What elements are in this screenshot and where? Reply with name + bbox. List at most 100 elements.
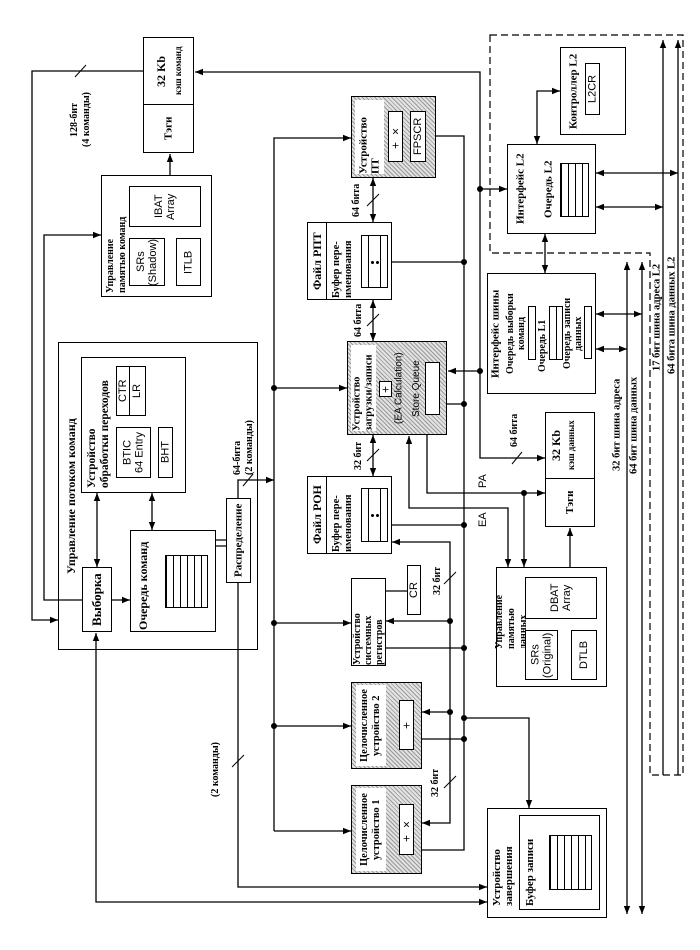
fpr-file: Файл РПТ Буфер пере- именования <box>307 222 392 300</box>
srs-shadow: SRs (Shadow) <box>129 238 165 286</box>
bus-width-slash <box>74 64 87 78</box>
lsu-gpr-bus-label: 32 бит <box>353 441 364 471</box>
bus-interface-title: Интерфейс шины <box>489 289 502 378</box>
label-strip <box>356 788 386 871</box>
connector-bus-to-icache-and-dcache <box>195 68 545 462</box>
bus-width-slash <box>443 571 457 585</box>
system-register-unit: Устройство системных регистров <box>351 578 386 666</box>
icache-bus-label: 128-бит (4 команды) <box>69 92 92 148</box>
l2-controller-title: Контроллер L2 <box>567 53 580 129</box>
ctr-register: CTR <box>117 379 129 403</box>
immu-title: Управление памятью команд <box>105 216 128 293</box>
fpu-fpr-bus-label: 64 бита <box>351 183 362 217</box>
ctr-lr-registers: CTR LR <box>116 366 146 416</box>
dbat-array: DBAT Array <box>525 577 597 619</box>
fetch-unit: Выборка <box>82 567 112 632</box>
label-strip <box>355 100 384 174</box>
int1-title: Целочисленное устройство 1 <box>359 793 382 866</box>
instruction-fetch-queue-label: Очередь выборки команд <box>505 293 527 374</box>
divider <box>129 367 130 415</box>
completion-title: Устройство завершения <box>491 846 515 906</box>
data-mmu: Управление памятью данных DBAT Array SRs… <box>494 567 607 687</box>
integer-unit-1: Целочисленное устройство 1 + × <box>351 785 422 874</box>
l2-data-bus-label: 64 бита шина данных L2 <box>666 256 678 374</box>
label-strip <box>351 345 376 431</box>
buffer-dots-icon <box>370 514 379 517</box>
buffer-dots-icon <box>370 260 379 264</box>
system-address-bus-label: 32 бит шина адреса <box>611 378 623 472</box>
icache-tags: Тэги <box>162 116 175 141</box>
bus-width-slash <box>242 473 254 487</box>
buffer-column <box>368 489 381 541</box>
l2cr-register: L2CR <box>585 63 600 115</box>
cr-register: CR <box>407 565 421 615</box>
fpu-title: Устройство ПТ <box>357 117 382 174</box>
dcache-name: кэш данных <box>566 420 576 471</box>
integer-unit-2: Целочисленное устройство 2 + <box>351 682 422 769</box>
fpr-rename-buffer-label: Буфер пере- именования <box>331 240 354 298</box>
data-write-queue <box>584 306 592 359</box>
system-data-bus-label: 64 бит шина данных <box>628 376 640 474</box>
dispatch-bus-label: 64-бита (2 команды) <box>232 420 255 475</box>
divider <box>326 223 327 299</box>
completion-bus-label: (2 команды) <box>210 742 221 798</box>
dmmu-title: Управление памятью данных <box>494 594 529 649</box>
instruction-cache: 32 Kb кэш команд Тэги <box>143 37 194 153</box>
icache-size: 32 Kb <box>154 55 168 87</box>
divider <box>556 307 557 359</box>
data-cache: 32 Kb кэш данных Тэги <box>545 412 595 527</box>
l2-interface: Интерфейс L2 Очередь L2 <box>507 144 596 234</box>
lsu-title: Устройство загрузки/записи <box>351 354 375 431</box>
instruction-fetch-queue <box>528 306 536 360</box>
dispatch-unit: Распределение <box>226 498 251 583</box>
buffer-column <box>368 236 381 287</box>
ea-adder: + <box>379 381 393 397</box>
bus-width-slash <box>366 313 380 327</box>
ea-label: EA <box>477 512 489 528</box>
dispatch-bus <box>273 134 351 831</box>
itlb: ITLB <box>176 238 201 286</box>
btic: BTIC 64 Entry <box>116 427 151 478</box>
ea-calculation-label: (EA Calculation) <box>393 352 405 425</box>
int1-ops: + × <box>399 804 414 855</box>
connector-icache-to-flow-control <box>31 70 143 624</box>
connector-fetch-to-immu <box>43 231 101 601</box>
gpr-file-name: Файл РОН <box>310 485 324 545</box>
l2-controller: Контроллер L2 L2CR <box>560 47 626 135</box>
l2-queue-label: Очередь L2 <box>542 160 555 218</box>
store-queue-label: Store Queue <box>411 360 422 417</box>
l2-queue-entries <box>560 163 589 217</box>
connector-dispatch-to-units <box>237 476 274 498</box>
label-strip <box>356 685 386 766</box>
flow-control-title: Управление потоком команд <box>64 418 78 574</box>
completion-buffer-entries <box>549 835 592 890</box>
int2-ops: + <box>399 700 414 750</box>
gpr-rename-buffer <box>361 488 388 542</box>
fpscr-register: FPSCR <box>410 111 426 162</box>
bus-width-slash <box>366 193 380 207</box>
bus-width-slash <box>511 451 523 465</box>
instruction-queue-title: Очередь команд <box>136 541 150 630</box>
lr-register: LR <box>131 383 143 399</box>
l2-region-dashed-outline <box>489 34 684 776</box>
srs-original: SRs (Original) <box>525 630 558 680</box>
dcache-size: 32 Kb <box>549 430 563 462</box>
instruction-mmu: Управление памятью команд IBAT Array SRs… <box>101 175 212 297</box>
ibat-array: IBAT Array <box>129 186 201 227</box>
operand-bus-label-upper: 32 бит <box>432 566 443 596</box>
l2-address-bus-label: 17 бит шина адреса L2 <box>651 263 663 371</box>
fpr-file-name: Файл РПТ <box>310 232 324 290</box>
fpr-rename-buffer <box>361 235 388 288</box>
connector-pa <box>426 435 545 497</box>
completion-buffer-title: Буфер записи <box>524 838 536 906</box>
icache-name: кэш команд <box>173 46 183 96</box>
dtlb: DTLB <box>571 630 597 680</box>
operand-bus-label-lower: 32 бит <box>430 768 441 798</box>
completion-unit: Устройство завершения Буфер записи <box>487 808 607 918</box>
gpr-file: Файл РОН Буфер пере- именования <box>307 476 392 554</box>
bus-interface-unit: Интерфейс шины Очередь выборки команд Оч… <box>487 273 596 394</box>
floating-point-unit: Устройство ПТ + × FPSCR <box>351 96 436 178</box>
fpu-ops: + × <box>388 111 403 162</box>
